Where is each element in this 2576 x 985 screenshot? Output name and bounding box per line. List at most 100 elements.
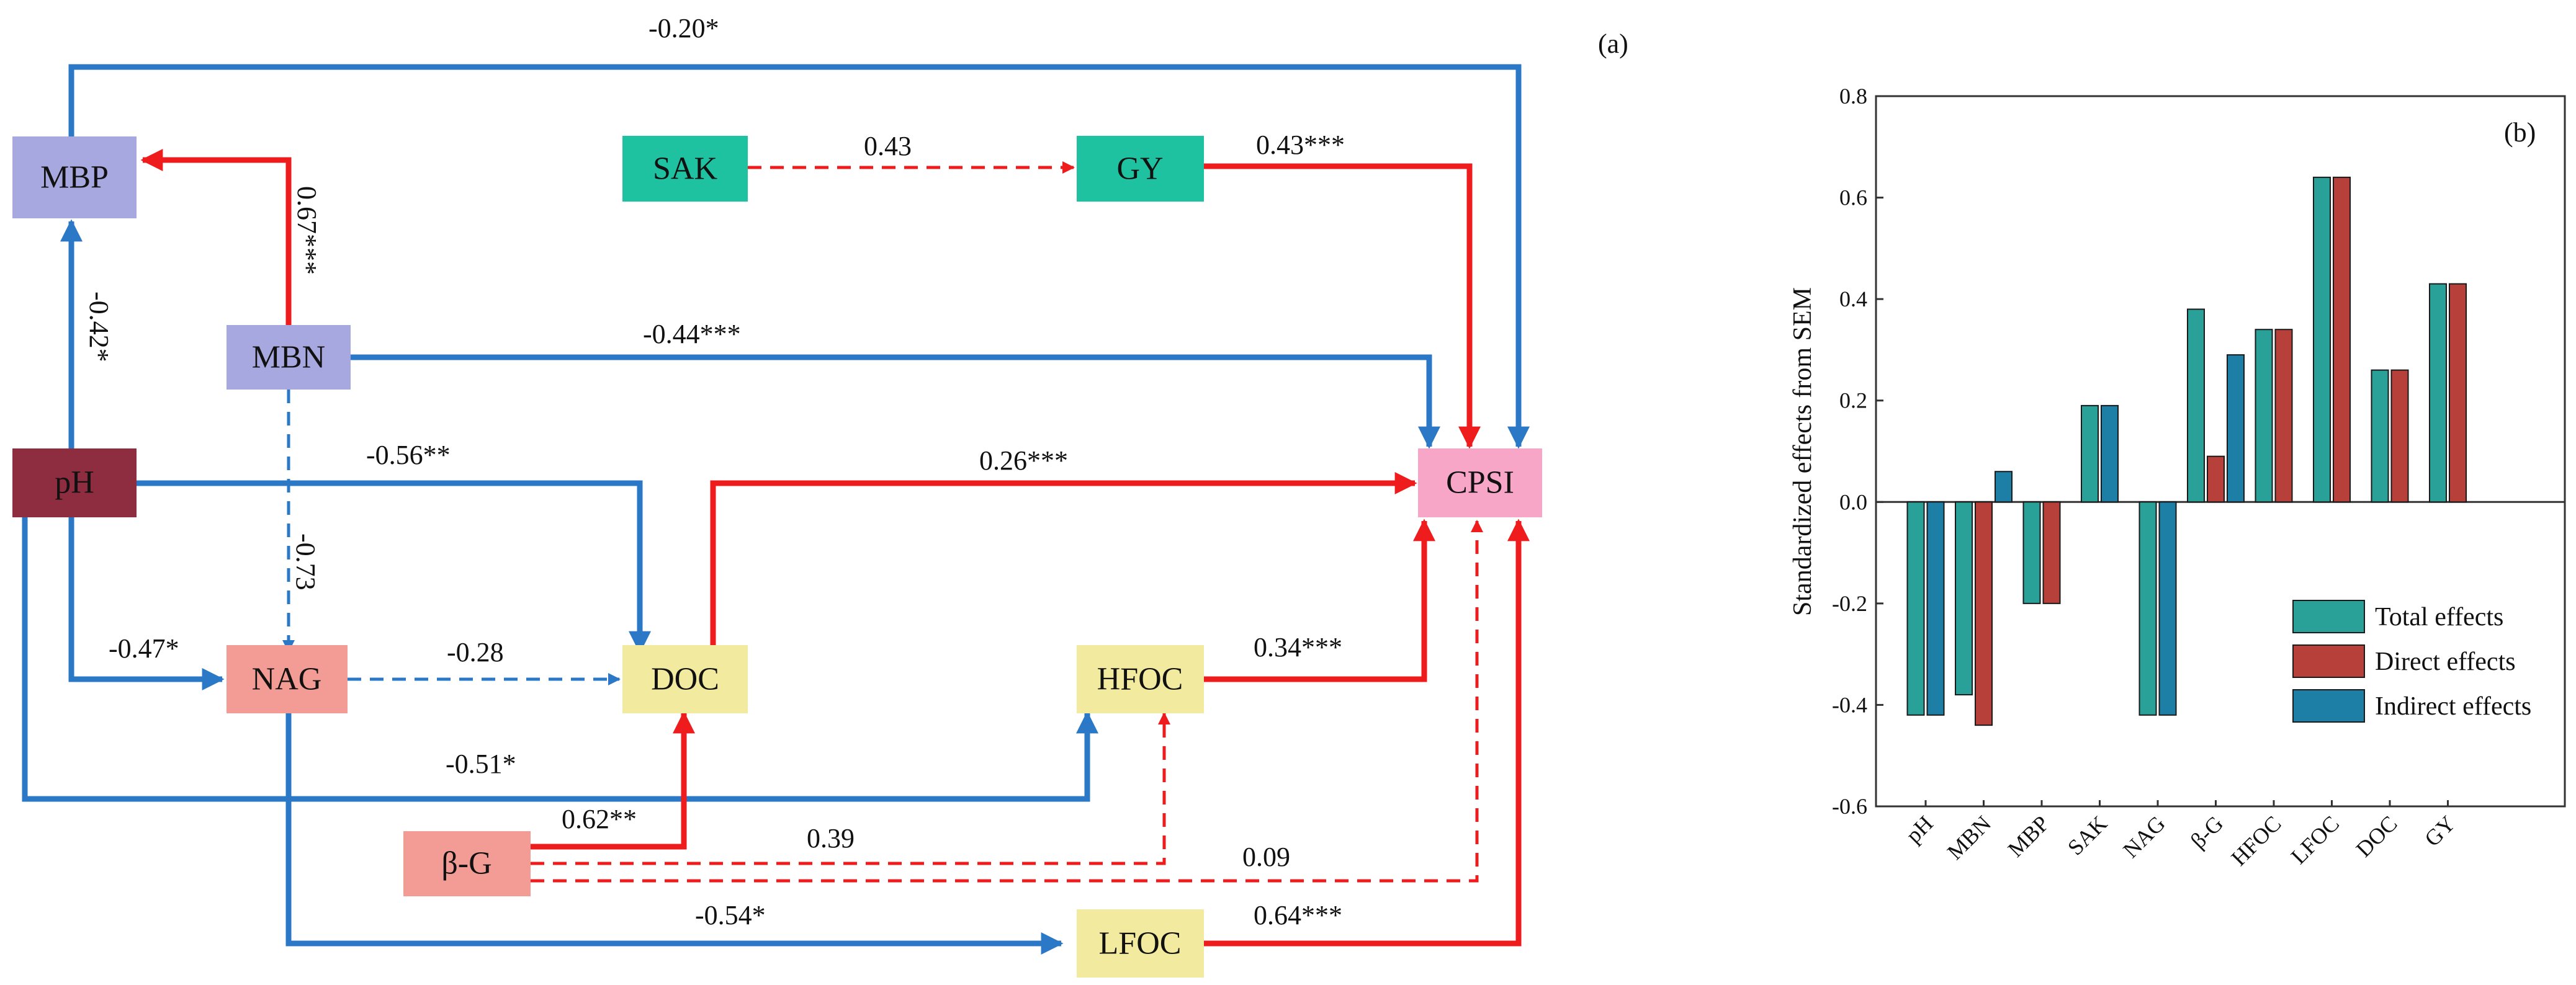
y-tick-label: -0.4 bbox=[1832, 692, 1867, 717]
coef-gy-cpsi: 0.43*** bbox=[1256, 130, 1345, 160]
node-ph: pH bbox=[12, 448, 137, 517]
node-hfoc: HFOC bbox=[1077, 645, 1204, 713]
panel-b-label: (b) bbox=[2504, 117, 2536, 148]
y-tick-label: -0.2 bbox=[1832, 591, 1867, 616]
legend-label: Indirect effects bbox=[2375, 692, 2531, 721]
node-bg-label: β-G bbox=[441, 846, 491, 881]
bar-direct-effects bbox=[2390, 369, 2409, 503]
coef-ph-nag: -0.47* bbox=[109, 633, 179, 664]
path-hfoc-cpsi bbox=[1204, 519, 1435, 682]
path-bg-cpsi bbox=[531, 520, 1483, 883]
coef-ph-mbp: -0.42* bbox=[84, 292, 114, 362]
y-tick-label: 0.4 bbox=[1839, 287, 1867, 311]
bar-direct-effects bbox=[2449, 283, 2467, 503]
coef-doc-cpsi: 0.26*** bbox=[979, 445, 1068, 476]
path-ph-nag bbox=[68, 517, 225, 690]
legend-label: Total effects bbox=[2375, 603, 2503, 631]
x-tick-label: LFOC bbox=[2286, 811, 2344, 868]
y-tick-label: -0.6 bbox=[1832, 794, 1867, 819]
bar-total-effects bbox=[2138, 501, 2157, 716]
node-ph-label: pH bbox=[55, 465, 94, 501]
bar-direct-effects bbox=[1975, 501, 1993, 726]
path-bg-doc bbox=[531, 711, 695, 850]
coef-ph-hfoc: -0.51* bbox=[446, 749, 516, 779]
path-ph-doc bbox=[137, 480, 651, 654]
bar-total-effects bbox=[2313, 176, 2331, 503]
coef-mbn-cpsi: -0.44*** bbox=[643, 319, 741, 349]
legend-swatch bbox=[2292, 600, 2365, 633]
coef-bg-cpsi: 0.09 bbox=[1242, 842, 1290, 872]
y-axis: -0.6 -0.4 -0.2 0.0 0.2 0.4 0.6 0.8 bbox=[1832, 84, 1883, 819]
node-mbp: MBP bbox=[12, 136, 137, 218]
x-tick-label: SAK bbox=[2063, 811, 2112, 860]
coef-hfoc-cpsi: 0.34*** bbox=[1254, 632, 1342, 662]
node-gy: GY bbox=[1077, 136, 1204, 202]
path-gy-cpsi bbox=[1204, 163, 1481, 449]
bar-indirect-effects bbox=[2101, 404, 2119, 503]
bar-indirect-effects bbox=[2227, 354, 2245, 503]
coef-mbn-nag: -0.73 bbox=[290, 533, 321, 591]
coef-nag-lfoc: -0.54* bbox=[695, 900, 766, 930]
x-tick-label: DOC bbox=[2351, 811, 2402, 862]
path-nag-lfoc bbox=[285, 713, 1064, 955]
bar-total-effects bbox=[2371, 369, 2389, 503]
effects-bar-chart: (b) Standardized effects from SEM -0.6-0… bbox=[1788, 84, 2566, 871]
node-nag-label: NAG bbox=[252, 662, 322, 697]
plot-area bbox=[1875, 95, 2566, 808]
bar-total-effects bbox=[2187, 308, 2205, 503]
path-ph-hfoc bbox=[22, 517, 1098, 802]
path-mbn-cpsi bbox=[351, 354, 1440, 449]
bar-total-effects bbox=[2429, 283, 2447, 503]
y-axis-title: Standardized effects from SEM bbox=[1788, 287, 1817, 616]
bar-indirect-effects bbox=[2158, 501, 2177, 716]
node-doc-label: DOC bbox=[651, 662, 719, 697]
node-nag: NAG bbox=[227, 645, 348, 713]
bar-direct-effects bbox=[2207, 455, 2225, 503]
coef-lfoc-cpsi: 0.64*** bbox=[1254, 900, 1342, 930]
path-lfoc-cpsi bbox=[1204, 519, 1530, 947]
legend-swatch bbox=[2292, 689, 2365, 723]
node-hfoc-label: HFOC bbox=[1097, 662, 1183, 697]
bars bbox=[1906, 176, 2467, 726]
coef-bg-hfoc: 0.39 bbox=[807, 823, 855, 854]
node-sak: SAK bbox=[622, 136, 748, 202]
coef-bg-doc: 0.62** bbox=[562, 804, 637, 834]
y-tick-label: 0.2 bbox=[1839, 388, 1867, 413]
coef-mbn-mbp: 0.67*** bbox=[292, 186, 322, 275]
y-tick-label: 0.0 bbox=[1839, 489, 1867, 514]
x-tick-label: β-G bbox=[2186, 811, 2228, 853]
coef-nag-doc: -0.28 bbox=[447, 637, 504, 667]
x-tick-label: MBN bbox=[1942, 811, 1996, 864]
path-mbp-cpsi bbox=[68, 64, 1530, 449]
y-tick-label: 0.6 bbox=[1839, 185, 1867, 210]
bar-direct-effects bbox=[2274, 329, 2293, 503]
coef-sak-gy: 0.43 bbox=[864, 131, 912, 161]
node-doc: DOC bbox=[622, 645, 748, 713]
bar-total-effects bbox=[2081, 404, 2099, 503]
x-tick-label: pH bbox=[1901, 811, 1937, 847]
node-mbp-label: MBP bbox=[40, 160, 109, 195]
node-gy-label: GY bbox=[1116, 151, 1163, 187]
x-tick-label: MBP bbox=[2003, 811, 2054, 862]
x-tick-label: HFOC bbox=[2226, 811, 2286, 870]
node-sak-label: SAK bbox=[653, 151, 717, 187]
x-tick-label: GY bbox=[2420, 811, 2460, 851]
legend-label: Direct effects bbox=[2375, 648, 2516, 676]
path-doc-cpsi bbox=[710, 472, 1417, 648]
path-diagram: (a) bbox=[12, 13, 1628, 978]
bar-indirect-effects bbox=[1995, 471, 2013, 503]
bar-total-effects bbox=[2255, 329, 2273, 503]
node-bg: β-G bbox=[403, 831, 531, 896]
y-tick-label: 0.8 bbox=[1839, 84, 1867, 109]
legend-swatch bbox=[2292, 644, 2365, 678]
bar-direct-effects bbox=[2333, 176, 2351, 503]
bar-total-effects bbox=[1955, 501, 1973, 696]
x-tick-label: NAG bbox=[2118, 811, 2170, 862]
node-lfoc: LFOC bbox=[1077, 909, 1204, 978]
node-lfoc-label: LFOC bbox=[1099, 926, 1182, 961]
node-mbn-label: MBN bbox=[252, 340, 325, 375]
node-mbn: MBN bbox=[227, 325, 351, 390]
